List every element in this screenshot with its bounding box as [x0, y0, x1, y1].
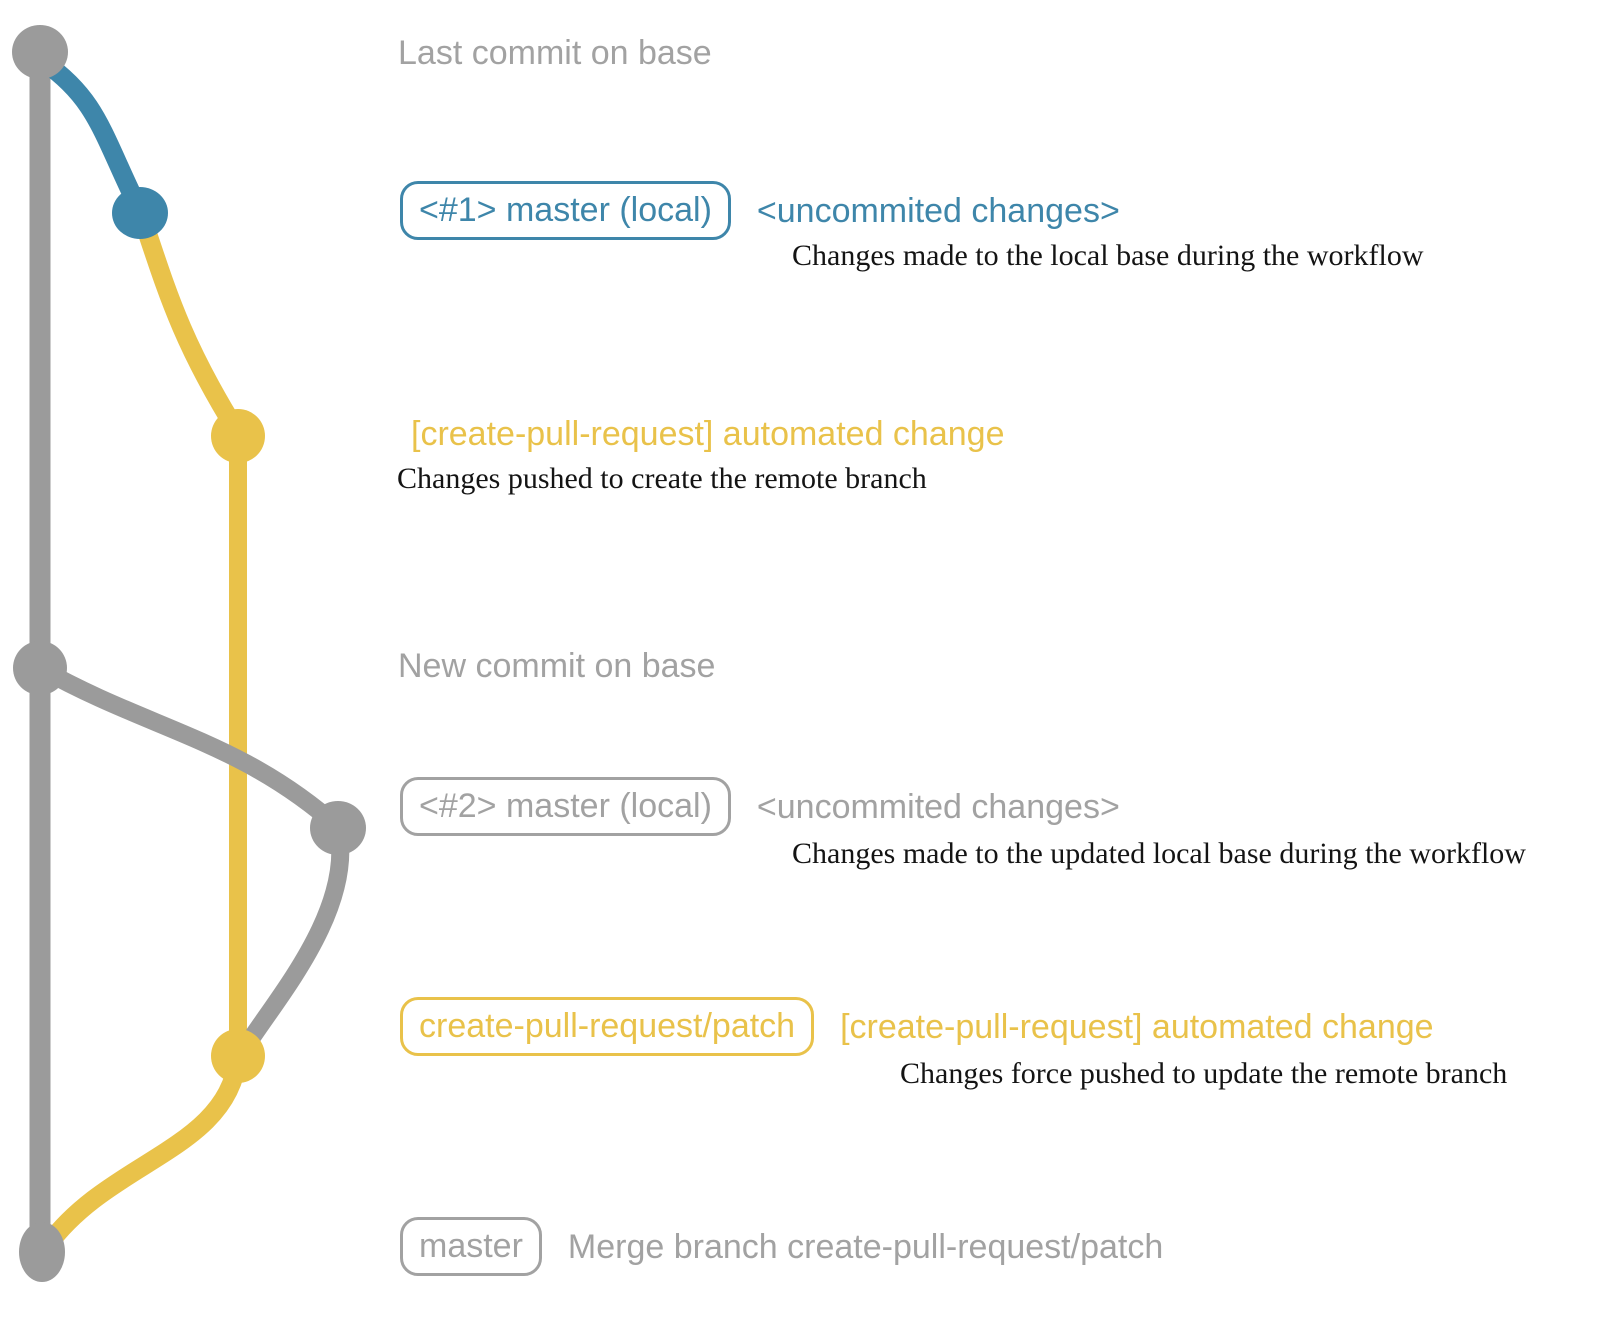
push1-message: [create-pull-request] automated change: [411, 415, 1005, 453]
commit-dot-pr-branch-1: [211, 409, 265, 463]
merge-message: Merge branch create-pull-request/patch: [567, 1227, 1164, 1266]
push2-message: [create-pull-request] automated change: [840, 1007, 1434, 1046]
push2-description: Changes force pushed to update the remot…: [900, 1057, 1508, 1090]
commit2-message: <uncommited changes>: [756, 787, 1120, 826]
commit-dot-last-base: [12, 25, 68, 79]
merge-curve: [38, 1047, 248, 1255]
new-commit-label: New commit on base: [398, 647, 716, 685]
commit-dot-merge: [19, 1222, 65, 1282]
pr-branch-curve-top: [131, 204, 248, 443]
commit-dot-pr-branch-2: [211, 1029, 265, 1083]
commit1-branch-badge: <#1> master (local): [400, 181, 731, 240]
commit1-row: <#1> master (local) <uncommited changes>: [400, 181, 1120, 240]
rebased-branch-curve-in: [236, 819, 350, 1057]
push2-row: create-pull-request/patch [create-pull-r…: [400, 997, 1434, 1056]
commit1-message: <uncommited changes>: [756, 191, 1120, 230]
commit2-row: <#2> master (local) <uncommited changes>: [400, 777, 1120, 836]
commit2-description: Changes made to the updated local base d…: [792, 837, 1526, 870]
commit1-description: Changes made to the local base during th…: [792, 239, 1424, 272]
merge-branch-badge: master: [400, 1217, 542, 1276]
commit2-branch-badge: <#2> master (local): [400, 777, 731, 836]
last-commit-label: Last commit on base: [398, 34, 712, 72]
push2-branch-badge: create-pull-request/patch: [400, 997, 815, 1056]
rebased-branch-curve-out: [31, 659, 347, 836]
commit-dot-local-master-1: [112, 187, 168, 239]
push1-description: Changes pushed to create the remote bran…: [397, 462, 927, 495]
commit-dot-local-master-2: [310, 801, 366, 855]
local-master-branch-line: [34, 52, 150, 221]
merge-row: master Merge branch create-pull-request/…: [400, 1217, 1163, 1276]
commit-dot-new-base: [13, 641, 67, 695]
